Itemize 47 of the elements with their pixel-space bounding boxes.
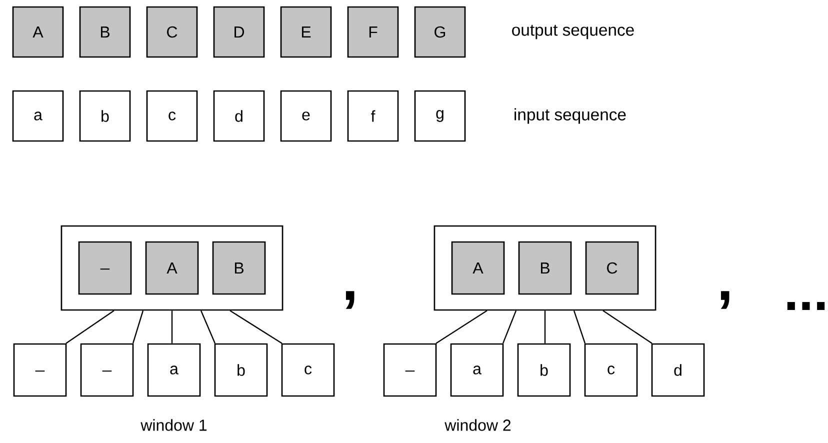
letter-box: e (280, 90, 332, 142)
letter-box: _ (80, 343, 134, 397)
connector-line (132, 310, 144, 344)
comma: , (720, 291, 730, 309)
letter-box: B (212, 241, 266, 295)
letter-box: E (280, 6, 332, 58)
ellipsis: ... (787, 302, 825, 310)
letter-box: B (79, 6, 131, 58)
letter-box: c (584, 343, 638, 397)
letter-box: F (347, 6, 399, 58)
connector-line (66, 310, 114, 344)
letter-box: C (585, 241, 639, 295)
letter-box: G (414, 6, 466, 58)
letter-box: d (651, 343, 705, 397)
connector-line (171, 310, 173, 344)
letter-box: a (12, 90, 64, 142)
comma: , (346, 291, 354, 309)
letter-box: b (517, 343, 571, 397)
letter-box: a (450, 343, 504, 397)
letter-box: f (347, 90, 399, 142)
connector-line (544, 310, 546, 344)
connector-line (602, 310, 652, 344)
connector-line (436, 310, 488, 344)
connector-line (230, 310, 282, 344)
row-label: output sequence (512, 24, 634, 40)
letter-box: _ (13, 343, 67, 397)
letter-box: _ (383, 343, 437, 397)
letter-box: c (146, 90, 198, 142)
row-label: input sequence (514, 108, 626, 124)
letter-box: C (146, 6, 198, 58)
connector-line (502, 310, 517, 344)
letter-box: b (79, 90, 131, 142)
letter-box: A (145, 241, 199, 295)
letter-box: d (213, 90, 265, 142)
letter-box: a (147, 343, 201, 397)
connector-line (200, 310, 216, 344)
window-caption: window 2 (444, 419, 511, 431)
letter-box: B (518, 241, 572, 295)
window-caption: window 1 (140, 419, 207, 431)
letter-box: c (281, 343, 335, 397)
letter-box: D (213, 6, 265, 58)
letter-box: A (12, 6, 64, 58)
letter-box: g (414, 90, 466, 142)
letter-box: A (451, 241, 505, 295)
letter-box: b (214, 343, 268, 397)
letter-box: _ (78, 241, 132, 295)
connector-line (573, 310, 586, 344)
